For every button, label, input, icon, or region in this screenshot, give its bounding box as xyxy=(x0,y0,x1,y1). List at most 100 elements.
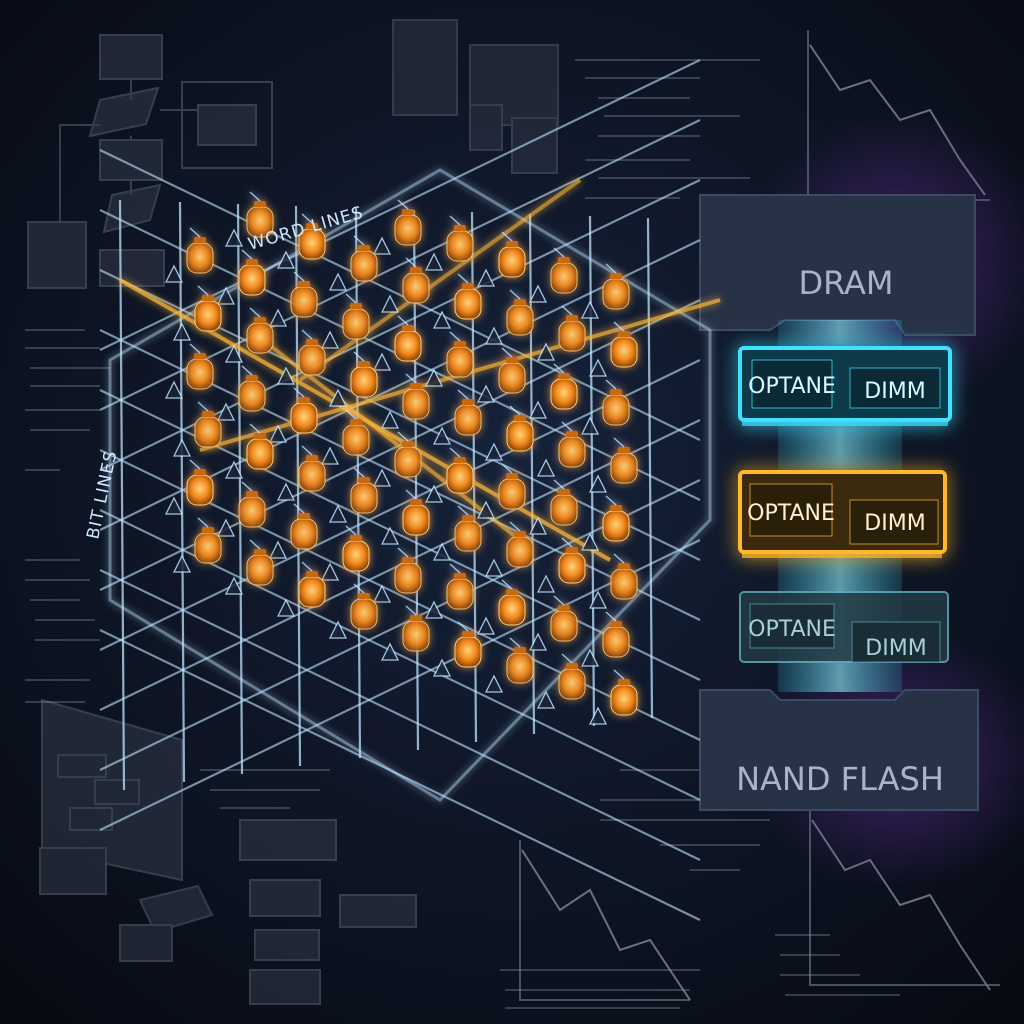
optane-chip-cyan-right xyxy=(849,367,941,409)
optane-chip-amber-left xyxy=(749,483,833,537)
selector-triangle-icon xyxy=(528,516,548,535)
glowing-memory-cell-icon xyxy=(342,409,370,456)
glowing-memory-cell-icon xyxy=(394,199,422,246)
selector-triangle-icon xyxy=(328,620,348,639)
selector-triangle-icon xyxy=(268,540,288,559)
selector-triangle-icon xyxy=(224,576,244,595)
selector-triangle-icon xyxy=(432,658,452,677)
access-beam xyxy=(298,178,582,382)
selector-triangle-icon xyxy=(320,562,340,581)
selector-triangle-icon xyxy=(276,366,296,385)
glowing-memory-cell-icon xyxy=(610,553,638,600)
glowing-memory-cell-icon xyxy=(186,343,214,390)
selector-triangle-icon xyxy=(424,368,444,387)
selector-triangle-icon xyxy=(380,294,400,313)
word-line-ascending xyxy=(99,59,701,351)
selector-triangle-icon xyxy=(276,598,296,617)
selector-triangle-icon xyxy=(580,300,600,319)
selector-triangle-icon xyxy=(216,402,236,421)
selector-triangle-icon xyxy=(172,438,192,457)
selector-triangle-icon xyxy=(380,526,400,545)
glowing-memory-cell-icon xyxy=(194,285,222,332)
selector-triangle-icon xyxy=(484,442,504,461)
selector-triangle-icon xyxy=(372,468,392,487)
glowing-memory-cell-icon xyxy=(298,213,326,260)
glowing-memory-cell-icon xyxy=(402,257,430,304)
glowing-memory-cell-icon xyxy=(610,669,638,716)
selector-triangle-icon xyxy=(484,674,504,693)
selector-triangle-icon xyxy=(328,272,348,291)
glowing-memory-cell-icon xyxy=(550,479,578,526)
glowing-memory-cell-icon xyxy=(246,191,274,238)
selector-triangle-icon xyxy=(328,504,348,523)
background-flowchart-top-left xyxy=(27,34,273,289)
glowing-memory-cell-icon xyxy=(550,595,578,642)
glowing-memory-cell-icon xyxy=(454,505,482,552)
word-line-descending xyxy=(99,569,701,861)
selector-triangle-icon xyxy=(172,322,192,341)
selector-triangle-icon xyxy=(276,482,296,501)
glowing-memory-cell-icon xyxy=(446,215,474,262)
glowing-memory-cell-icon xyxy=(498,579,526,626)
optane-label-cyan: OPTANE xyxy=(748,374,836,399)
glowing-memory-cell-icon xyxy=(238,481,266,528)
selector-triangle-icon xyxy=(424,252,444,271)
selector-triangle-icon xyxy=(588,474,608,493)
selector-triangle-icon xyxy=(380,642,400,661)
selector-triangle-icon xyxy=(328,388,348,407)
glowing-memory-cell-icon xyxy=(290,271,318,318)
glowing-memory-cell-icon xyxy=(394,315,422,362)
glowing-memory-cell-icon xyxy=(446,331,474,378)
dram-label: DRAM xyxy=(798,264,893,302)
dimm-label-cyan: DIMM xyxy=(864,379,925,404)
selector-triangle-icon xyxy=(580,648,600,667)
selector-triangle-icon xyxy=(484,326,504,345)
glowing-memory-cell-icon xyxy=(498,231,526,278)
word-line-ascending xyxy=(99,479,701,771)
glowing-memory-cell-icon xyxy=(298,329,326,376)
memory-hierarchy: DRAM NAND FLASH OPTANE DIMM OPTANE DIMM … xyxy=(699,110,1024,890)
selector-triangle-icon xyxy=(536,458,556,477)
selector-triangle-icon xyxy=(372,584,392,603)
glowing-memory-cell-icon xyxy=(238,365,266,412)
glowing-memory-cell-icon xyxy=(558,305,586,352)
selector-triangle-icon xyxy=(536,342,556,361)
glowing-memory-cell-icon xyxy=(298,445,326,492)
selector-devices xyxy=(164,228,608,725)
glowing-memory-cell-icon xyxy=(446,563,474,610)
optane-label-amber: OPTANE xyxy=(747,501,835,526)
selector-triangle-icon xyxy=(476,384,496,403)
glowing-memory-cell-icon xyxy=(506,405,534,452)
selector-triangle-icon xyxy=(216,286,236,305)
optane-chip-faint-right xyxy=(851,621,941,663)
selector-triangle-icon xyxy=(224,344,244,363)
bit-line xyxy=(646,217,654,719)
glowing-memory-cell-icon xyxy=(342,525,370,572)
background-window-sketch xyxy=(392,19,559,174)
dimm-label-amber: DIMM xyxy=(864,511,925,536)
glowing-memory-cell-icon xyxy=(506,521,534,568)
selector-triangle-icon xyxy=(380,410,400,429)
glowing-memory-cell-icon xyxy=(350,235,378,282)
glowing-memory-cell-icon xyxy=(298,561,326,608)
glowing-memory-cell-icon xyxy=(454,273,482,320)
crosspoint-lattice xyxy=(99,59,721,921)
selector-triangle-icon xyxy=(536,574,556,593)
selector-triangle-icon xyxy=(268,308,288,327)
selector-triangle-icon xyxy=(276,250,296,269)
bit-line xyxy=(178,201,186,783)
glowing-memory-cell-icon xyxy=(602,611,630,658)
glowing-memory-cell-icon xyxy=(602,263,630,310)
optane-label-faint: OPTANE xyxy=(748,617,836,642)
selector-triangle-icon xyxy=(320,330,340,349)
word-line-descending xyxy=(99,149,701,441)
glowing-memory-cell-icon xyxy=(246,539,274,586)
glowing-memory-cell-icon xyxy=(290,387,318,434)
selector-triangle-icon xyxy=(476,500,496,519)
glowing-memory-cell-icon xyxy=(506,289,534,336)
glowing-memory-cell-icon xyxy=(194,401,222,448)
selector-triangle-icon xyxy=(580,532,600,551)
selector-triangle-icon xyxy=(484,558,504,577)
glowing-memory-cell-icon xyxy=(402,373,430,420)
selector-triangle-icon xyxy=(164,496,184,515)
